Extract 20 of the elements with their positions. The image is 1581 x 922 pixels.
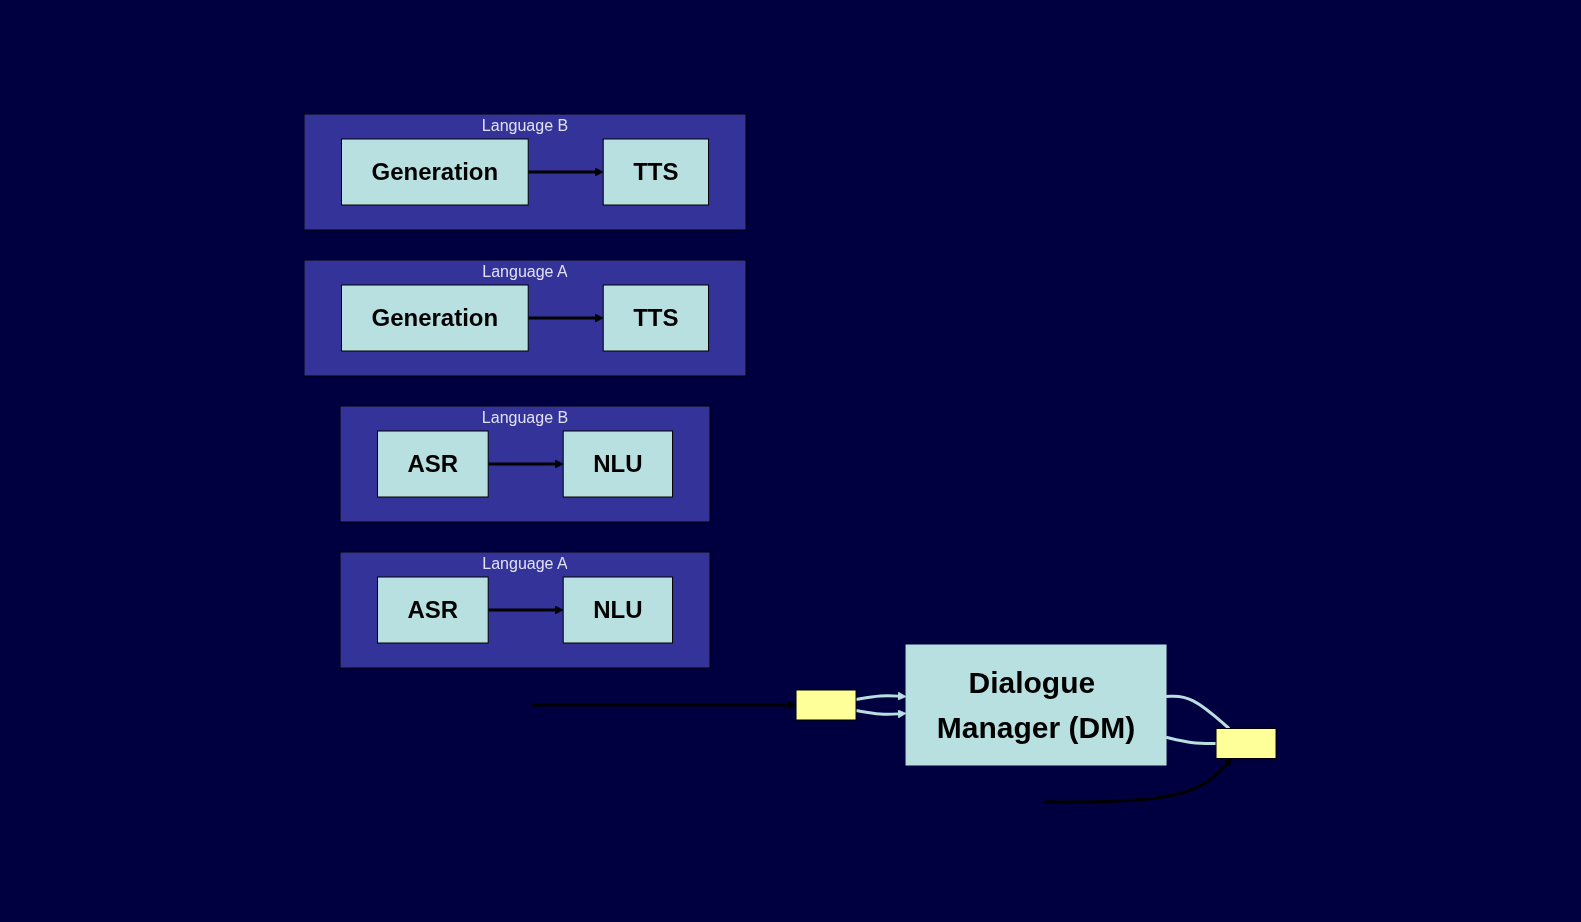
node-box: NLU xyxy=(563,430,674,497)
node-box: TTS xyxy=(603,138,710,205)
node-box: Generation xyxy=(341,284,530,351)
arrow xyxy=(1043,757,1233,803)
arrow xyxy=(532,700,797,709)
node-box: ASR xyxy=(377,430,490,497)
connector xyxy=(1166,735,1217,745)
arrow xyxy=(528,313,605,322)
node-box: TTS xyxy=(603,284,710,351)
arrow xyxy=(488,459,565,468)
node-box xyxy=(796,689,857,720)
arrow xyxy=(856,691,907,701)
arrow xyxy=(856,708,907,718)
node-box: NLU xyxy=(563,576,674,643)
node-box: Dialogue Manager (DM) xyxy=(906,644,1167,765)
node-box xyxy=(1216,727,1277,759)
node-box: ASR xyxy=(377,576,490,643)
node-box: Generation xyxy=(341,138,530,205)
connector xyxy=(1166,694,1231,730)
arrow xyxy=(528,167,605,176)
